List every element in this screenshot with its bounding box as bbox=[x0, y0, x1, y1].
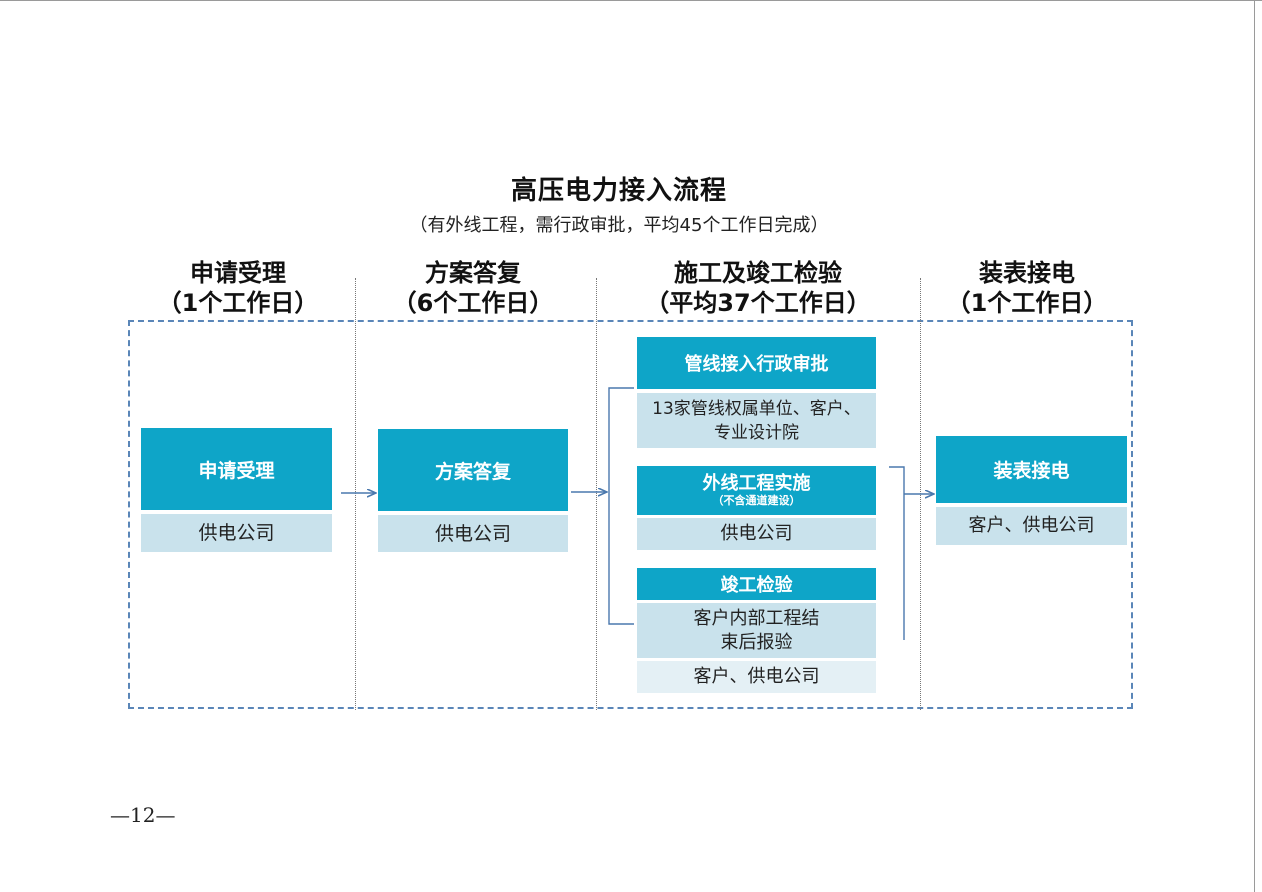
stage-duration: （平均37个工作日） bbox=[645, 289, 871, 317]
stage-duration: （1个工作日） bbox=[157, 289, 319, 317]
external-works-box-party: 供电公司 bbox=[637, 518, 876, 550]
page-border-top bbox=[0, 0, 1262, 1]
bracket-construction-left bbox=[608, 387, 634, 625]
page-number: —12— bbox=[110, 803, 176, 827]
stage-header-apply: 申请受理 （1个工作日） bbox=[143, 258, 333, 318]
stage-name: 申请受理 bbox=[190, 259, 286, 287]
plan-box-party: 供电公司 bbox=[378, 515, 568, 552]
stage-header-plan: 方案答复 （6个工作日） bbox=[378, 258, 568, 318]
page-border-right bbox=[1254, 0, 1255, 892]
plan-box-title: 方案答复 bbox=[378, 429, 568, 511]
stage-divider bbox=[596, 278, 597, 710]
stage-header-meter: 装表接电 （1个工作日） bbox=[932, 258, 1122, 318]
admin-approval-box-detail: 13家管线权属单位、客户、专业设计院 bbox=[637, 393, 876, 448]
stage-name: 装表接电 bbox=[979, 259, 1075, 287]
apply-box-party: 供电公司 bbox=[141, 514, 332, 552]
inspection-box-title: 竣工检验 bbox=[637, 568, 876, 600]
inspection-box-party: 客户、供电公司 bbox=[637, 661, 876, 693]
bracket-construction-right bbox=[889, 466, 905, 640]
stage-divider bbox=[355, 278, 356, 710]
stage-duration: （6个工作日） bbox=[392, 289, 554, 317]
stage-name: 施工及竣工检验 bbox=[674, 259, 842, 287]
external-works-box-title: 外线工程实施 （不含通道建设） bbox=[637, 466, 876, 515]
apply-box-title: 申请受理 bbox=[141, 428, 332, 510]
meter-box-title: 装表接电 bbox=[936, 436, 1127, 503]
external-works-note: （不含通道建设） bbox=[712, 493, 801, 507]
stage-duration: （1个工作日） bbox=[946, 289, 1108, 317]
diagram-subtitle: （有外线工程，需行政审批，平均45个工作日完成） bbox=[409, 215, 829, 236]
stage-header-construction: 施工及竣工检验 （平均37个工作日） bbox=[606, 258, 910, 318]
process-frame bbox=[128, 320, 1133, 709]
inspection-box-detail: 客户内部工程结束后报验 bbox=[637, 603, 876, 658]
diagram-title: 高压电力接入流程 bbox=[510, 176, 727, 206]
external-works-title-text: 外线工程实施 bbox=[702, 472, 811, 494]
meter-box-party: 客户、供电公司 bbox=[936, 507, 1127, 545]
admin-approval-box-title: 管线接入行政审批 bbox=[637, 337, 876, 389]
stage-name: 方案答复 bbox=[425, 259, 521, 287]
